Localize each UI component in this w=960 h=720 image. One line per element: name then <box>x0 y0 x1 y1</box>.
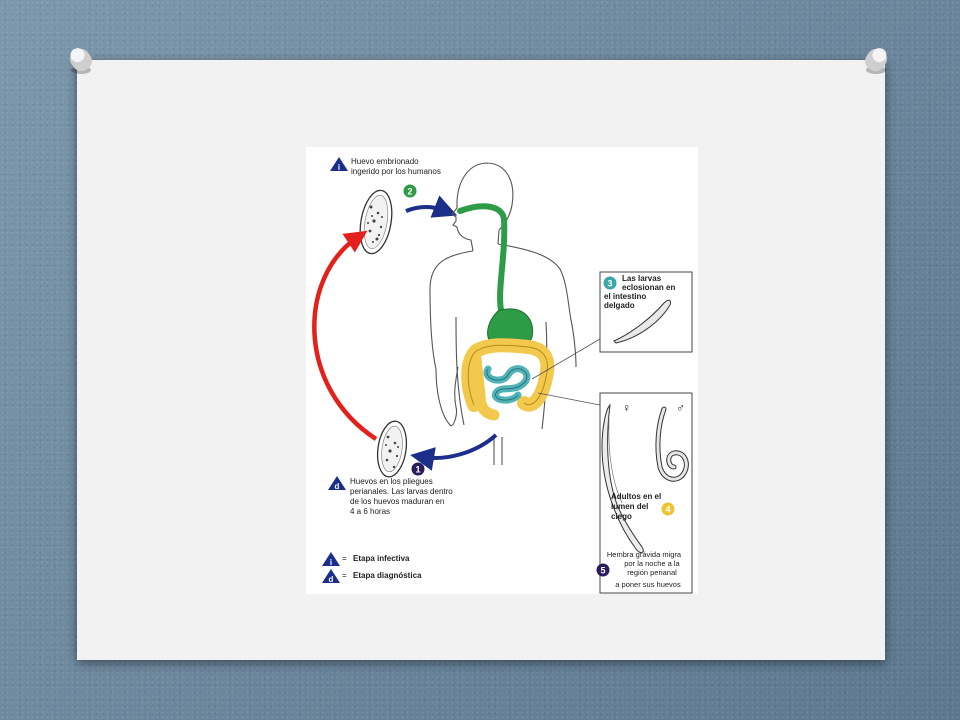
stage-5-number: 5 <box>600 566 605 576</box>
pushpin-icon-left <box>70 48 92 74</box>
stage-3-box: 3 Las larvas eclosionan en el intestino … <box>599 271 693 353</box>
legend-infective-icon <box>322 552 340 566</box>
caption-line: Huevos en los pliegues <box>350 477 433 486</box>
stage-4-number: 4 <box>665 505 670 515</box>
male-symbol: ♂ <box>676 401 685 415</box>
stage-3-badge <box>603 276 617 290</box>
small-intestine <box>483 365 531 404</box>
stage-3-text: Las larvas <box>622 274 662 283</box>
legend-diagnostic-letter: d <box>329 575 334 584</box>
stage-5-badge <box>596 563 610 577</box>
stage-5-text: Hembra grávida migra <box>607 550 682 559</box>
caption-line: ingerido por los humanos <box>351 167 441 176</box>
embryonated-egg-top <box>359 189 393 255</box>
stage-2-badge <box>403 184 417 198</box>
stage-5-text: por la noche a la <box>624 559 680 568</box>
colon-segment <box>470 353 500 421</box>
stage-1-number: 1 <box>415 465 420 475</box>
stage-5-text: a poner sus huevos <box>615 580 681 589</box>
stage-2-number: 2 <box>407 187 412 197</box>
legend-diagnostic-icon <box>322 569 340 583</box>
caption-line: perianales. Las larvas dentro <box>350 487 453 496</box>
diagnostic-badge-letter: d <box>335 482 340 491</box>
cycle-arrow <box>312 230 378 441</box>
stage-4-text: lumen del <box>611 502 648 511</box>
legend-diagnostic-label: Etapa diagnóstica <box>353 571 422 580</box>
stage-4-text: Adultos en el <box>611 492 661 501</box>
stage-1-badge <box>411 462 425 476</box>
large-intestine-edge <box>467 344 548 406</box>
stage-3-text: eclosionan en <box>622 283 675 292</box>
caption-line: de los huevos maduran en <box>350 497 444 506</box>
legend: i = Etapa infectiva d = Etapa diagnóstic… <box>322 552 422 584</box>
infective-triangle-icon <box>330 157 348 171</box>
stage-4-badge <box>661 502 675 516</box>
caption-line: Huevo embrionado <box>351 157 419 166</box>
ingestion-arrow <box>405 195 458 218</box>
small-intestine-edge <box>486 368 528 401</box>
legend-infective-letter: i <box>330 558 332 567</box>
stage-3-text: el intestino <box>604 292 646 301</box>
pinworm-life-cycle-diagram: i Huevo embrionado ingerido por los huma… <box>306 147 698 594</box>
diagnostic-stage-caption: d Huevos en los pliegues perianales. Las… <box>328 476 453 516</box>
infective-stage-caption: i Huevo embrionado ingerido por los huma… <box>330 157 441 176</box>
legend-equals: = <box>342 554 347 563</box>
legend-equals: = <box>342 571 347 580</box>
stage-4-text: ciego <box>611 512 632 521</box>
female-worm-drawing <box>601 403 644 554</box>
larva-drawing <box>613 299 671 344</box>
infective-badge-letter: i <box>338 163 340 172</box>
slide: i Huevo embrionado ingerido por los huma… <box>70 48 887 660</box>
leader-line-stage-4 <box>537 392 601 406</box>
esophagus <box>457 203 508 318</box>
deposition-arrow <box>410 433 498 471</box>
stage-5-text: región perianal <box>627 568 677 577</box>
stage-3-number: 3 <box>607 279 612 289</box>
stage-4-box: ♀ ♂ Adultos en el lumen del ciego 4 Hemb… <box>596 392 693 594</box>
caption-line: 4 a 6 horas <box>350 507 390 516</box>
legend-infective-label: Etapa infectiva <box>353 554 410 563</box>
stage-3-text: delgado <box>604 301 635 310</box>
diagnostic-triangle-icon <box>328 476 346 490</box>
female-symbol: ♀ <box>622 401 631 415</box>
perianal-egg <box>376 420 408 478</box>
pushpin-icon-right <box>865 48 887 74</box>
leader-line-stage-3 <box>531 338 601 380</box>
